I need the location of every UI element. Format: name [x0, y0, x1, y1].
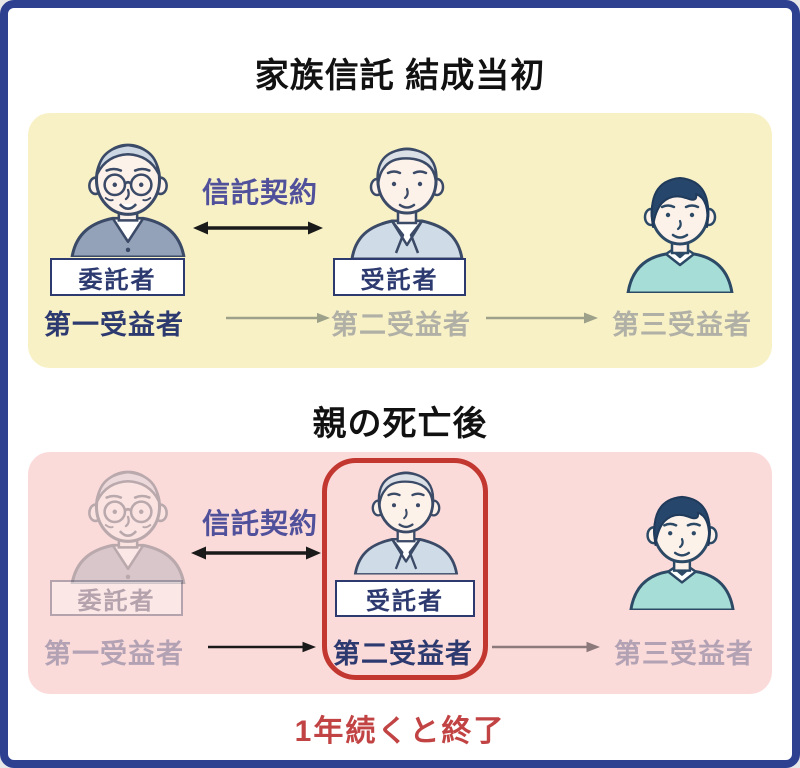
elderly-man-illustration: [61, 137, 195, 257]
trustee-role-box-bottom: 受託者: [335, 580, 475, 617]
middle-aged-man-illustration-bottom: [346, 465, 466, 575]
second-beneficiary-label-bottom: 第二受益者: [333, 639, 473, 669]
bottom-section-title: 親の死亡後: [312, 405, 488, 443]
settlor-role-box-faded: 委託者: [50, 580, 183, 616]
first-beneficiary-label: 第一受益者: [44, 310, 184, 340]
third-beneficiary-label: 第三受益者: [612, 310, 752, 340]
elderly-man-illustration-faded: [61, 464, 195, 584]
second-beneficiary-label: 第二受益者: [331, 310, 471, 340]
beneficiary-arrow-1-2-bottom: [208, 640, 316, 654]
trustee-highlight-box: [322, 458, 488, 680]
beneficiary-arrow-2-3: [486, 311, 598, 325]
young-man-illustration-bottom: [623, 484, 741, 612]
beneficiary-arrow-2-3-bottom: [492, 640, 600, 654]
contract-double-arrow-bottom: [191, 544, 321, 562]
top-panel: 信託契約 委託者 受託者 第一受益者 第二受益者 第三受益者: [28, 113, 772, 368]
trust-contract-label-bottom: 信託契約: [201, 508, 318, 539]
third-beneficiary-label-bottom: 第三受益者: [614, 639, 754, 669]
trust-contract-label: 信託契約: [201, 177, 318, 208]
trustee-role-box: 受託者: [333, 258, 466, 296]
bottom-panel: 信託契約 委託者 受託者 第一受益者 第二受益者 第三受益者: [28, 452, 772, 694]
first-beneficiary-label-faded: 第一受益者: [44, 639, 184, 669]
footer-note: 1年続くと終了: [294, 715, 506, 748]
settlor-role-box: 委託者: [50, 258, 185, 296]
contract-double-arrow: [193, 219, 323, 237]
beneficiary-arrow-1-2: [226, 311, 330, 325]
young-man-illustration: [620, 165, 740, 295]
middle-aged-man-illustration: [340, 141, 474, 259]
top-section-title: 家族信託 結成当初: [254, 57, 546, 95]
